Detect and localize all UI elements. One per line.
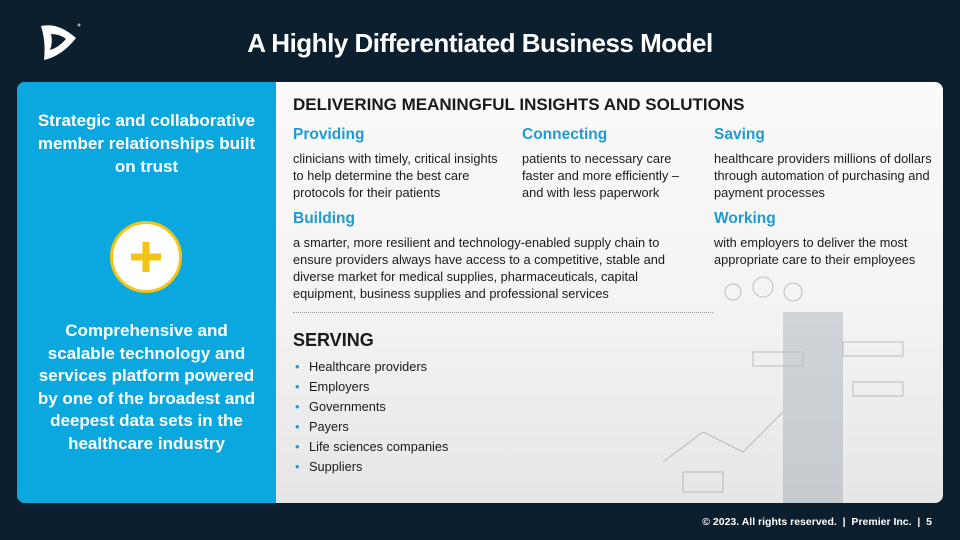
- list-item: Life sciences companies: [295, 437, 448, 457]
- premier-logo: [41, 23, 81, 60]
- serving-list: Healthcare providers Employers Governmen…: [295, 357, 448, 477]
- list-item: Employers: [295, 377, 448, 397]
- list-item: Payers: [295, 417, 448, 437]
- list-item: Healthcare providers: [295, 357, 448, 377]
- connecting-title: Connecting: [522, 126, 608, 143]
- connecting-text: patients to necessary care faster and mo…: [522, 151, 679, 200]
- building-title: Building: [293, 210, 355, 227]
- working-title: Working: [714, 210, 776, 227]
- page-title: A Highly Differentiated Business Model: [247, 28, 713, 58]
- list-item: Governments: [295, 397, 448, 417]
- building-text: a smarter, more resilient and technology…: [293, 235, 666, 301]
- saving-title: Saving: [714, 126, 765, 143]
- providing-title: Providing: [293, 126, 365, 143]
- providing-text: clinicians with timely, critical insight…: [293, 151, 498, 200]
- serving-heading: SERVING: [293, 330, 374, 350]
- divider: [293, 312, 713, 313]
- footer-text: © 2023. All rights reserved. | Premier I…: [702, 516, 932, 528]
- working-text: with employers to deliver the most appro…: [714, 235, 916, 267]
- content-card: Strategic and collaborative member relat…: [17, 82, 943, 503]
- business-sketch-image: [662, 276, 904, 503]
- insights-heading: DELIVERING MEANINGFUL INSIGHTS AND SOLUT…: [293, 95, 745, 114]
- list-item: Suppliers: [295, 457, 448, 477]
- left-panel: Strategic and collaborative member relat…: [17, 82, 276, 503]
- saving-text: healthcare providers millions of dollars…: [714, 151, 932, 200]
- relationships-text: Strategic and collaborative member relat…: [37, 111, 256, 176]
- platform-text: Comprehensive and scalable technology an…: [37, 321, 256, 453]
- plus-icon: [110, 221, 182, 293]
